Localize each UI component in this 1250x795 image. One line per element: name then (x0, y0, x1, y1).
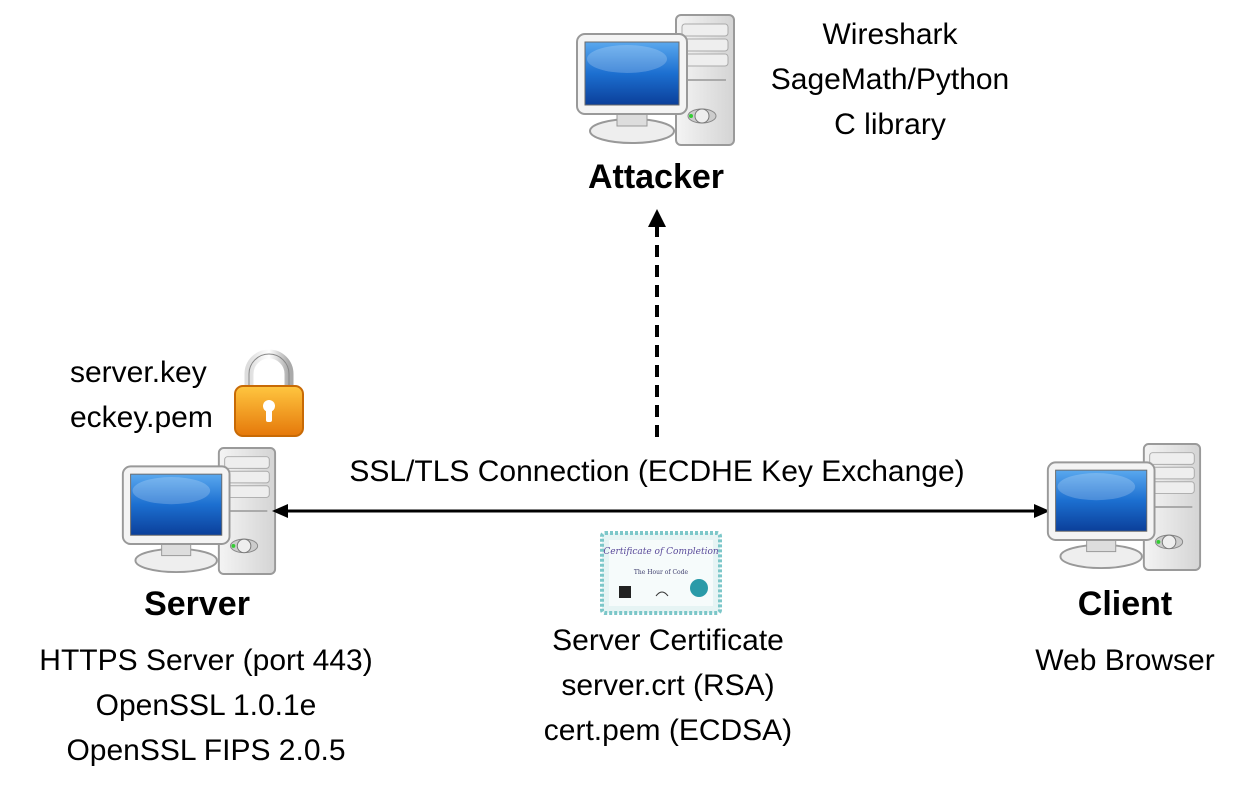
server-label: Server (144, 585, 250, 623)
server-computer-icon (118, 446, 278, 576)
server-keys: server.key eckey.pem (70, 350, 213, 440)
attacker-tools: Wireshark SageMath/Python C library (760, 12, 1020, 147)
client-label: Client (1077, 585, 1173, 623)
server-detail: OpenSSL 1.0.1e (95, 689, 317, 722)
certificate-icon: Certificate of Completion The Hour of Co… (600, 531, 722, 615)
server-key-file: eckey.pem (70, 401, 213, 434)
attacker-label: Attacker (587, 158, 725, 196)
lock-icon (234, 349, 304, 437)
svg-text:Certificate of Completion: Certificate of Completion (603, 547, 719, 557)
certificate-details: Server Certificate server.crt (RSA) cert… (468, 618, 868, 753)
server-detail: OpenSSL FIPS 2.0.5 (66, 734, 346, 767)
attacker-tool: Wireshark (822, 18, 958, 51)
server-detail: HTTPS Server (port 443) (39, 644, 373, 677)
connection-label: SSL/TLS Connection (ECDHE Key Exchange) (349, 455, 965, 488)
connection-arrow (272, 504, 1050, 518)
client-detail: Web Browser (1035, 644, 1215, 677)
attacker-tool: C library (834, 108, 946, 141)
server-key-file: server.key (70, 356, 207, 389)
server-details: HTTPS Server (port 443) OpenSSL 1.0.1e O… (6, 638, 406, 773)
attacker-computer-icon (572, 14, 737, 146)
certificate-line: Server Certificate (552, 624, 784, 657)
certificate-line: server.crt (RSA) (561, 669, 775, 702)
certificate-line: cert.pem (ECDSA) (543, 714, 793, 747)
eavesdrop-arrow (648, 209, 666, 441)
attacker-tool: SageMath/Python (770, 63, 1010, 96)
client-computer-icon (1043, 442, 1203, 572)
svg-text:The Hour of Code: The Hour of Code (634, 569, 689, 576)
